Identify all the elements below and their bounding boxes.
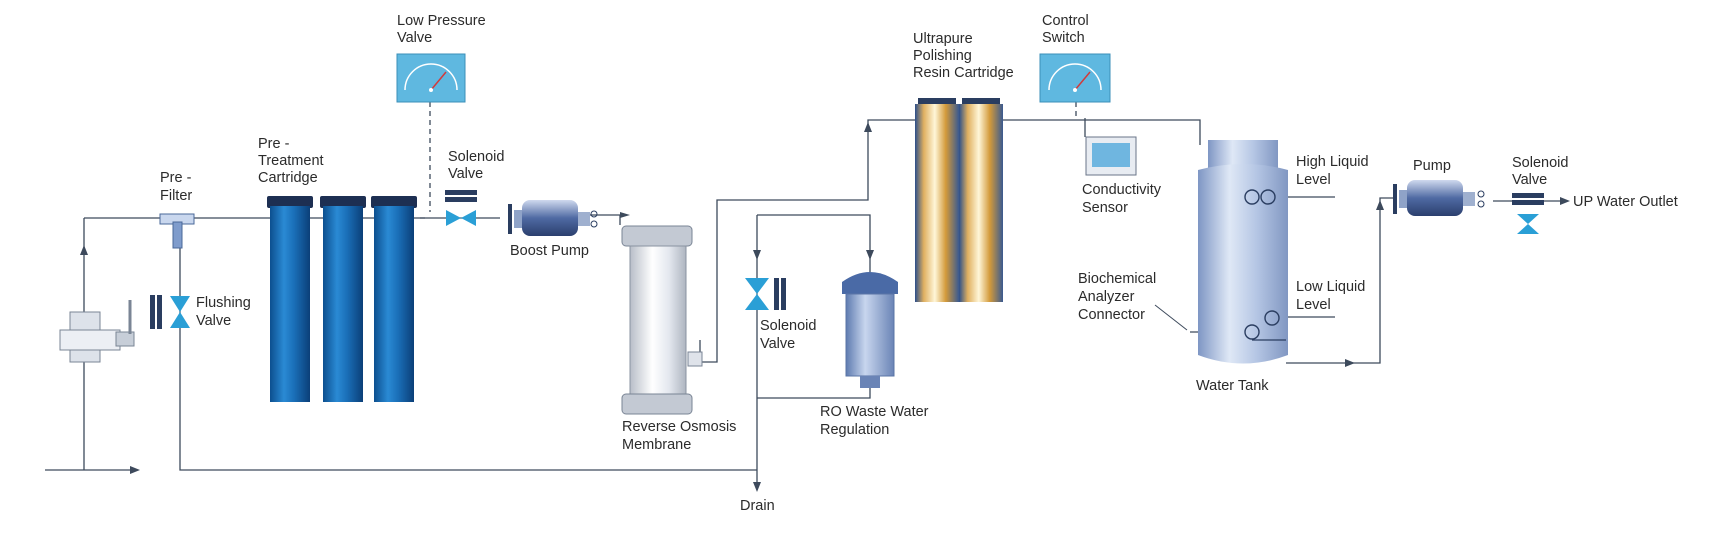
solenoid-valve-2-icon	[745, 278, 786, 310]
control-switch-gauge-icon	[1039, 53, 1111, 103]
boost-pump-icon	[508, 200, 598, 236]
pump-icon	[1393, 180, 1485, 216]
pump-label: Pump	[1413, 158, 1451, 174]
water-tank-icon	[1198, 140, 1288, 364]
up-water-outlet-label: UP Water Outlet	[1573, 194, 1678, 210]
solenoid-valve-3-icon	[1512, 193, 1544, 234]
resin-cartridges-icon	[915, 98, 1003, 302]
tank-return-arrow	[1345, 359, 1355, 367]
drain-label: Drain	[740, 498, 775, 514]
inlet-arrow	[130, 466, 140, 474]
cartridge-2	[320, 196, 366, 402]
regulation-arrow	[866, 250, 874, 260]
pre-filter-label: Pre -Filter	[160, 170, 192, 204]
drain-arrow	[753, 482, 761, 492]
ro-waste-regulation-icon	[842, 272, 898, 388]
solenoid-valve-1-icon	[445, 190, 477, 226]
ro-membrane-icon	[621, 225, 703, 415]
water-tank-label: Water Tank	[1196, 378, 1269, 394]
pump-arrow	[1376, 200, 1384, 210]
cartridge-1	[267, 196, 313, 402]
inlet-valve-icon	[59, 300, 135, 363]
cartridge-3	[371, 196, 417, 402]
conductivity-sensor-icon	[1085, 136, 1137, 176]
resin-arrow	[864, 122, 872, 132]
pretreatment-cartridges	[267, 196, 417, 402]
flow-arrows	[80, 122, 1570, 492]
up-arrow	[80, 245, 88, 255]
low-pressure-gauge-icon	[396, 53, 466, 103]
boost-pump-label: Boost Pump	[510, 243, 589, 259]
outlet-arrow	[1560, 197, 1570, 205]
pre-filter-icon	[159, 213, 195, 249]
flushing-valve-icon	[150, 295, 190, 329]
down-arrow	[753, 250, 761, 260]
membrane-arrow	[620, 212, 630, 218]
